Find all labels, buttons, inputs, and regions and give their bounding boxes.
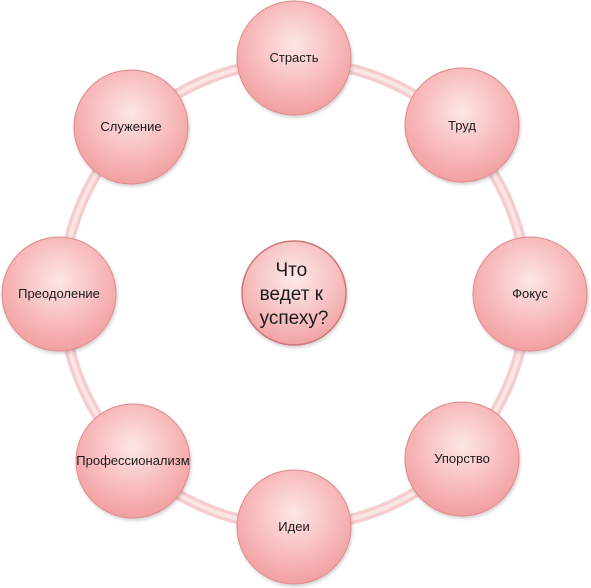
node-circle <box>236 469 352 585</box>
node-label-trud: Труд <box>448 118 476 133</box>
node-strast: Страсть <box>236 0 352 116</box>
node-trud: Труд <box>404 67 520 183</box>
node-idei: Идеи <box>236 469 352 585</box>
node-circle <box>236 0 352 116</box>
node-circle <box>404 401 520 517</box>
node-label-preodolenie: Преодоление <box>18 286 100 301</box>
node-fokus: Фокус <box>472 236 588 352</box>
node-uporstvo: Упорство <box>404 401 520 517</box>
node-label-strast: Страсть <box>269 50 318 65</box>
node-circle <box>404 67 520 183</box>
node-professionalizm: Профессионализм <box>75 403 191 519</box>
node-circle <box>73 69 189 185</box>
node-sluzhenie: Служение <box>73 69 189 185</box>
node-label-sluzhenie: Служение <box>100 119 161 134</box>
node-circle <box>1 236 117 352</box>
node-preodolenie: Преодоление <box>1 236 117 352</box>
node-circle <box>472 236 588 352</box>
node-label-professionalizm: Профессионализм <box>76 453 189 468</box>
node-label-idei: Идеи <box>278 519 309 534</box>
center-line-1: Что <box>275 260 307 281</box>
node-label-uporstvo: Упорство <box>434 451 490 466</box>
center-circle <box>241 240 347 346</box>
center-line-2: ведет к <box>260 284 324 305</box>
node-circle <box>75 403 191 519</box>
svg-text:Что ведет к успеху: Что ведет к успеху? <box>260 260 329 329</box>
center-line-3: успеху? <box>260 308 329 329</box>
node-label-fokus: Фокус <box>512 286 548 301</box>
center-node: Что ведет к успеху? <box>241 240 347 346</box>
